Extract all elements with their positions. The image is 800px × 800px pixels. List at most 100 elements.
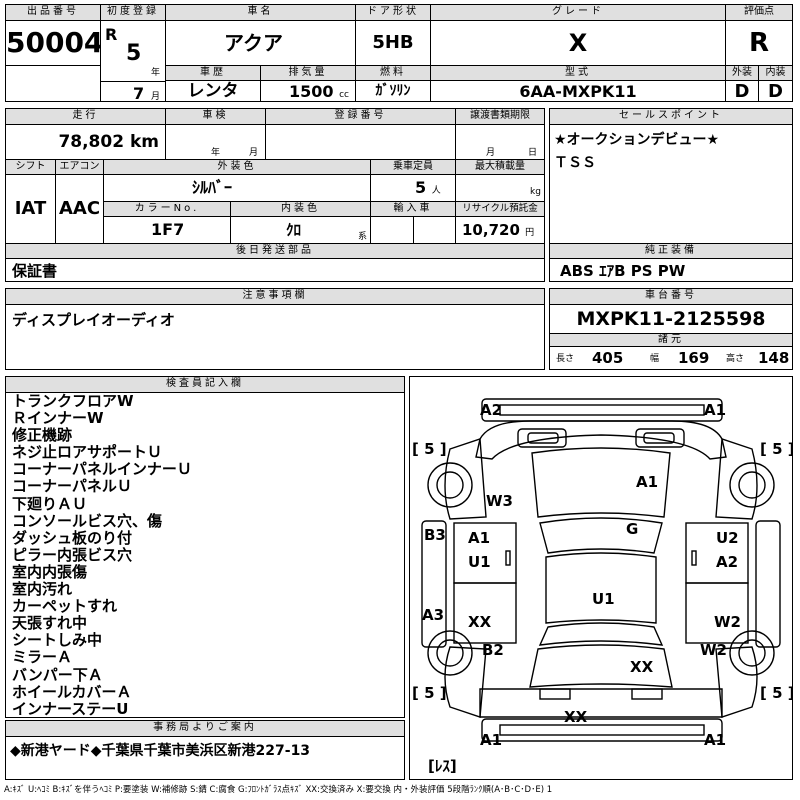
inspector-item: 室内内張傷: [12, 562, 88, 581]
shift-label: シフト: [6, 159, 56, 175]
office-block: 事務局よりご案内 ◆新港ヤード◆千葉県千葉市美浜区新港227-13: [5, 720, 405, 780]
inspector-item: バンパー下Ａ: [12, 665, 103, 684]
exterior-label: 外装: [726, 65, 759, 81]
inspector-item: コーナーパネルインナーＵ: [12, 460, 192, 479]
spec-row: 長さ 405 幅 169 高さ 148: [550, 347, 792, 369]
mileage-unit: km: [129, 132, 159, 152]
recycle-cell: 10,720 円: [456, 217, 544, 243]
rear-body-outline: [479, 688, 723, 718]
inspector-list: トランクフロアW ＲインナーW 修正機跡 ネジ止ロアサポートＵ コーナーパネルイ…: [12, 392, 192, 718]
damage-mark: XX: [630, 658, 654, 676]
roof-outline: [545, 552, 657, 624]
legend-text: A:ｷｽﾞ U:ﾍｺﾐ B:ｷｽﾞを伴うﾍｺﾐ P:要塗装 W:補修跡 S:錆 …: [4, 785, 553, 795]
damage-mark: A3: [422, 606, 444, 624]
capacity-unit: 人: [431, 186, 441, 196]
inspector-item: ピラー内張ビス穴: [12, 545, 133, 564]
model-value: 6AA-MXPK11: [431, 81, 726, 102]
headlight-left-inner: [527, 432, 559, 444]
model-label: 型式: [431, 65, 726, 81]
wheel-rear-right-hub: [738, 639, 766, 667]
int-color-value: ｸﾛ: [286, 221, 302, 239]
int-color-label: 内装色: [231, 201, 371, 217]
inspector-item: ダッシュ板のり付: [12, 528, 133, 547]
recycle-value: 10,720: [462, 221, 520, 239]
year-value: 5: [126, 41, 142, 66]
inspector-item: ホイールカバーＡ: [12, 682, 132, 701]
registration-cell: [266, 125, 456, 159]
sales-point-label: セールスポイント: [550, 109, 792, 125]
sales-point-block: セールスポイント ★オークションデビュー★ ＴＳＳ 純正装備 ABS ｴｱB P…: [549, 108, 793, 282]
car-name-label: 車名: [166, 5, 356, 21]
history-value: レンタ: [166, 81, 261, 102]
headlight-left: [517, 428, 567, 448]
reg-divider: [101, 21, 166, 81]
mileage-cell: 78,802 km: [6, 125, 166, 159]
length-label: 長さ: [556, 354, 575, 364]
header-block: 出品番号 50004 初度登録 R 5 年 7 月 車名 アクア 車歴 レンタ …: [5, 4, 793, 103]
mileage-label: 走行: [6, 109, 166, 125]
displacement-number: 1500: [289, 82, 334, 101]
height-value: 148: [758, 349, 790, 367]
tire-tread-front-left: [ 5 ]: [412, 440, 447, 458]
inspector-item: 室内汚れ: [12, 580, 73, 599]
door-handle-fl: [505, 550, 511, 566]
transfer-month-unit: 月: [486, 148, 496, 158]
car-outline: [421, 398, 781, 742]
import-mid-divider: [413, 217, 414, 243]
interior-label: 内装: [759, 65, 792, 81]
rear-bumper-inner: [499, 724, 705, 736]
interior-value: D: [768, 81, 783, 102]
damage-mark: W3: [486, 492, 513, 510]
trunk-outline: [529, 644, 673, 688]
genuine-value: ABS ｴｱB PS PW: [560, 262, 686, 280]
details-block: 走行 78,802 km 車検 年 月 登録番号 譲渡書類期限 月 日 シフト …: [5, 108, 545, 282]
ext-color-label: 外装色: [104, 159, 371, 175]
later-parts-value: 保証書: [12, 262, 58, 280]
grade-label: グレード: [431, 5, 726, 21]
fuel-value: ｶﾞｿﾘﾝ: [356, 81, 431, 102]
sales-point-1: ★オークションデビュー★: [554, 132, 720, 148]
inspector-item: 修正機跡: [12, 426, 73, 445]
inspector-item: トランクフロアW: [12, 392, 134, 410]
capacity-cell: 5 人: [371, 175, 456, 201]
rear-left-fender: [444, 646, 487, 718]
inspector-block: 検査員記入欄 トランクフロアW ＲインナーW 修正機跡 ネジ止ロアサポートＵ コ…: [5, 376, 405, 718]
lot-blank: [6, 65, 101, 102]
inspector-item: 天張すれ中: [12, 614, 88, 633]
era-value: R: [105, 25, 118, 44]
damage-mark: XX: [468, 613, 492, 631]
front-bumper-outline: [481, 398, 723, 422]
chassis-value: MXPK11-2125598: [576, 308, 766, 330]
spec-label: 諸元: [550, 333, 792, 347]
inspector-item: インナーステーU: [12, 699, 129, 718]
rear-right-door: [685, 582, 749, 644]
office-label: 事務局よりご案内: [6, 721, 404, 737]
tire-tread-rear-left: [ 5 ]: [412, 684, 447, 702]
inspection-label: 車検: [166, 109, 266, 125]
damage-mark: B2: [482, 641, 504, 659]
width-label: 幅: [650, 354, 660, 364]
spare-tire: [ﾚｽ]: [428, 757, 457, 775]
int-color-unit: 系: [358, 232, 368, 242]
door-handle-fr: [691, 550, 697, 566]
year-unit: 年: [151, 68, 161, 78]
inspector-item: カーペットすれ: [12, 597, 118, 616]
headlight-right: [635, 428, 685, 448]
recycle-label: リサイクル預託金: [456, 201, 544, 217]
width-value: 169: [678, 349, 710, 367]
recycle-unit: 円: [525, 228, 535, 238]
first-registration-label: 初度登録: [101, 5, 166, 21]
wheel-rear-left-hub: [436, 639, 464, 667]
damage-mark: W2: [714, 613, 741, 631]
grade-value: X: [431, 21, 726, 65]
wheel-front-left: [427, 462, 473, 508]
score-value: R: [748, 28, 770, 58]
inspector-item: ネジ止ロアサポートＵ: [12, 443, 163, 462]
damage-mark: G: [626, 520, 638, 538]
headlight-right-inner: [643, 432, 675, 444]
ac-value: AAC: [56, 175, 104, 243]
score-label: 評価点: [726, 5, 792, 21]
ext-color-value: ｼﾙﾊﾞｰ: [104, 175, 371, 201]
right-sill: [755, 520, 781, 648]
color-no-label: カラーNo.: [104, 201, 231, 217]
